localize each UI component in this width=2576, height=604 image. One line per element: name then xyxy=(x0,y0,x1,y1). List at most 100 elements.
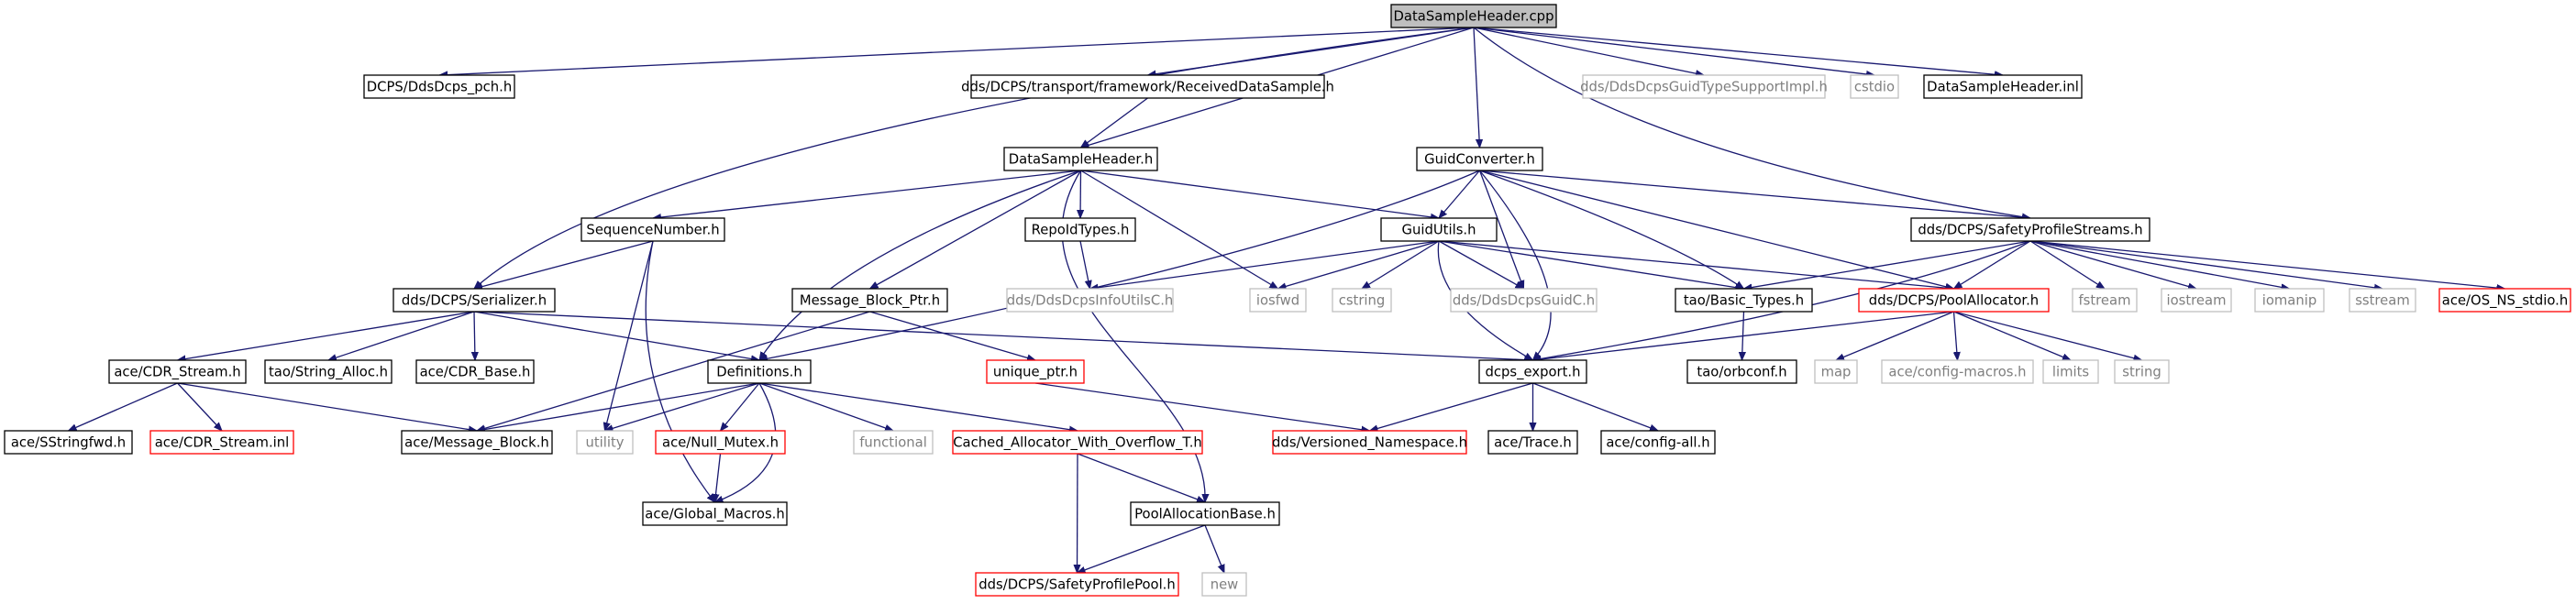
node-definitions[interactable]: Definitions.h xyxy=(707,359,812,384)
node-uniqueptr[interactable]: unique_ptr.h xyxy=(986,359,1085,384)
node-cachedalloc[interactable]: Cached_Allocator_With_Overflow_T.h xyxy=(952,430,1203,455)
edge-cdrstream-to-msgblock xyxy=(177,382,478,431)
node-globalmacros-box xyxy=(642,501,788,526)
edge-dcpsexport-to-versioned xyxy=(1370,382,1533,431)
node-poolallocbase[interactable]: PoolAllocationBase.h xyxy=(1130,501,1280,526)
node-functional[interactable]: functional xyxy=(853,430,934,455)
node-string-box xyxy=(2114,359,2170,384)
node-iostream-box xyxy=(2161,288,2232,313)
node-cdrstream-label: ace/CDR_Stream.h xyxy=(114,365,240,380)
node-map[interactable]: map xyxy=(1814,359,1858,384)
node-cdrstream[interactable]: ace/CDR_Stream.h xyxy=(108,359,247,384)
node-osns[interactable]: ace/OS_NS_stdio.h xyxy=(2438,288,2571,313)
node-utility[interactable]: utility xyxy=(576,430,634,455)
node-orbconf[interactable]: tao/orbconf.h xyxy=(1686,359,1797,384)
node-acetrace[interactable]: ace/Trace.h xyxy=(1487,430,1578,455)
node-sps[interactable]: dds/DCPS/SafetyProfileStreams.h xyxy=(1910,217,2150,242)
node-versioned[interactable]: dds/Versioned_Namespace.h xyxy=(1272,430,1467,455)
node-string[interactable]: string xyxy=(2114,359,2170,384)
node-spp[interactable]: dds/DCPS/SafetyProfilePool.h xyxy=(975,572,1179,597)
edge-mbptr-to-msgblock xyxy=(477,311,870,431)
node-dsh_inl-label: DataSampleHeader.inl xyxy=(1927,80,2079,95)
node-cstdio[interactable]: cstdio xyxy=(1850,74,1899,99)
node-received[interactable]: dds/DCPS/transport/framework/ReceivedDat… xyxy=(961,74,1334,99)
node-root[interactable]: DataSampleHeader.cpp xyxy=(1390,4,1557,28)
edge-guidutils-to-guidc xyxy=(1438,240,1524,289)
node-cdrinl[interactable]: ace/CDR_Stream.inl xyxy=(149,430,294,455)
edge-serializer-to-stralloc xyxy=(328,311,475,360)
node-seqnum-box xyxy=(580,217,725,242)
node-mbptr-label: Message_Block_Ptr.h xyxy=(800,293,940,309)
node-dcpsexport-box xyxy=(1478,359,1587,384)
node-limits[interactable]: limits xyxy=(2042,359,2099,384)
node-guidc-label: dds/DdsDcpsGuidC.h xyxy=(1453,293,1595,309)
node-new[interactable]: new xyxy=(1201,572,1247,597)
node-poolalloc-box xyxy=(1858,288,2050,313)
node-infoutils[interactable]: dds/DdsDcpsInfoUtilsC.h xyxy=(1006,288,1174,313)
node-dsh_h[interactable]: DataSampleHeader.h xyxy=(1003,147,1158,171)
edge-guidutils-to-poolalloc xyxy=(1438,240,1954,289)
node-dds_pch-box xyxy=(363,74,515,99)
edge-seqnum-to-globalmacros xyxy=(645,240,714,502)
node-cdrbase[interactable]: ace/CDR_Base.h xyxy=(415,359,535,384)
edge-guidconv-to-dcpsexport xyxy=(1478,170,1552,360)
node-seqnum[interactable]: SequenceNumber.h xyxy=(580,217,725,242)
node-guidtsi[interactable]: dds/DdsDcpsGuidTypeSupportImpl.h xyxy=(1580,74,1828,99)
node-msgblock[interactable]: ace/Message_Block.h xyxy=(401,430,553,455)
node-guidutils[interactable]: GuidUtils.h xyxy=(1380,217,1498,242)
node-sstringfwd-label: ace/SStringfwd.h xyxy=(11,435,126,451)
edge-definitions-to-nullmutex xyxy=(721,382,760,431)
node-iomanip[interactable]: iomanip xyxy=(2254,288,2325,313)
node-configall[interactable]: ace/config-all.h xyxy=(1600,430,1716,455)
node-iostream[interactable]: iostream xyxy=(2161,288,2232,313)
edge-serializer-to-cdrbase xyxy=(474,311,475,360)
node-iosfwd-label: iosfwd xyxy=(1256,293,1299,309)
node-poolalloc[interactable]: dds/DCPS/PoolAllocator.h xyxy=(1858,288,2050,313)
node-globalmacros[interactable]: ace/Global_Macros.h xyxy=(642,501,788,526)
edge-sps-to-iomanip xyxy=(2029,240,2290,289)
node-msgblock-box xyxy=(401,430,553,455)
node-configmacros[interactable]: ace/config-macros.h xyxy=(1881,359,2034,384)
node-sstream[interactable]: sstream xyxy=(2349,288,2416,313)
node-repoid[interactable]: RepoIdTypes.h xyxy=(1024,217,1136,242)
node-dds_pch[interactable]: DCPS/DdsDcps_pch.h xyxy=(363,74,515,99)
node-map-box xyxy=(1814,359,1858,384)
edge-uniqueptr-to-versioned xyxy=(1034,382,1370,431)
node-cstdio-box xyxy=(1850,74,1899,99)
node-iomanip-box xyxy=(2254,288,2325,313)
node-nullmutex[interactable]: ace/Null_Mutex.h xyxy=(655,430,786,455)
node-repoid-box xyxy=(1024,217,1136,242)
node-dsh_inl[interactable]: DataSampleHeader.inl xyxy=(1923,74,2083,99)
node-limits-box xyxy=(2042,359,2099,384)
node-configmacros-box xyxy=(1881,359,2034,384)
node-cstring[interactable]: cstring xyxy=(1332,288,1392,313)
edge-sps-to-dcpsexport xyxy=(1533,240,2031,360)
node-iosfwd[interactable]: iosfwd xyxy=(1249,288,1307,313)
node-dsh_inl-box xyxy=(1923,74,2083,99)
node-guidc[interactable]: dds/DdsDcpsGuidC.h xyxy=(1450,288,1598,313)
node-stralloc[interactable]: tao/String_Alloc.h xyxy=(264,359,392,384)
node-osns-box xyxy=(2438,288,2571,313)
node-sstringfwd[interactable]: ace/SStringfwd.h xyxy=(4,430,133,455)
node-dcpsexport[interactable]: dcps_export.h xyxy=(1478,359,1587,384)
node-fstream[interactable]: fstream xyxy=(2072,288,2138,313)
edge-guidconv-to-basictypes xyxy=(1479,170,1744,289)
node-repoid-label: RepoIdTypes.h xyxy=(1032,223,1130,238)
node-msgblock-label: ace/Message_Block.h xyxy=(404,435,549,451)
node-dsh_h-box xyxy=(1003,147,1158,171)
edge-guidconv-to-sps xyxy=(1479,170,2031,218)
node-limits-label: limits xyxy=(2052,365,2089,380)
node-cdrstream-box xyxy=(108,359,247,384)
edge-definitions-to-utility xyxy=(605,382,760,431)
node-guidconv[interactable]: GuidConverter.h xyxy=(1416,147,1543,171)
node-basictypes[interactable]: tao/Basic_Types.h xyxy=(1675,288,1813,313)
node-nullmutex-label: ace/Null_Mutex.h xyxy=(662,435,779,451)
node-stralloc-label: tao/String_Alloc.h xyxy=(269,365,388,380)
node-serializer[interactable]: dds/DCPS/Serializer.h xyxy=(392,288,556,313)
node-serializer-box xyxy=(392,288,556,313)
node-received-label: dds/DCPS/transport/framework/ReceivedDat… xyxy=(961,80,1334,95)
node-cachedalloc-box xyxy=(952,430,1203,455)
node-mbptr[interactable]: Message_Block_Ptr.h xyxy=(791,288,948,313)
